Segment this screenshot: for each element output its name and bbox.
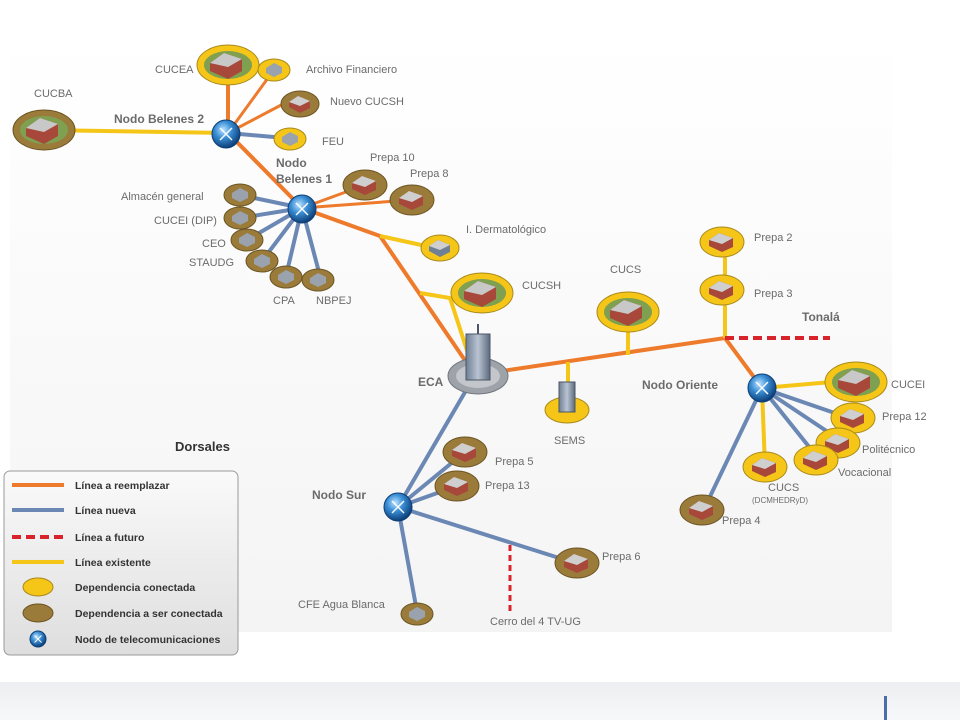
prepa4-building-icon — [679, 494, 725, 526]
label-feu: FEU — [322, 136, 344, 148]
label-ceo: CEO — [202, 238, 226, 250]
label-node-sur: Nodo Sur — [312, 488, 366, 502]
prepa6-building-icon — [554, 547, 600, 579]
label-tonala: Tonalá — [802, 310, 840, 324]
prepa8-building-icon — [389, 184, 435, 216]
label-cucsh: CUCSH — [522, 280, 561, 292]
label-cucei-dip: CUCEI (DIP) — [154, 215, 217, 227]
yellow-ellipse-icon — [22, 577, 54, 597]
staudg-building-icon — [245, 249, 279, 273]
blue-line-cfe — [396, 506, 419, 613]
footer-accent — [884, 696, 887, 720]
blue-line-eca-sur — [396, 373, 477, 509]
label-prepa10: Prepa 10 — [370, 152, 415, 164]
label-prepa2: Prepa 2 — [754, 232, 793, 244]
label-cucs: CUCS — [610, 264, 641, 276]
label-cucs-dcmhedryd-2: (DCMHEDRyD) — [752, 496, 808, 505]
label-prepa8: Prepa 8 — [410, 168, 449, 180]
prepa13-building-icon — [434, 470, 480, 502]
prepa10-building-icon — [342, 169, 388, 201]
dermatologico-building-icon — [420, 234, 460, 262]
telecom-nodes — [211, 119, 777, 522]
cucsh-campus-icon — [450, 272, 514, 314]
legend-item-3: Línea existente — [75, 557, 151, 569]
label-cucei: CUCEI — [891, 379, 925, 391]
node-belenes-1-icon — [287, 194, 317, 224]
nbpej-building-icon — [301, 268, 335, 292]
legend-box — [3, 470, 239, 656]
labels: CUCEA Archivo Financiero CUCBA Nuevo CUC… — [34, 64, 927, 628]
label-staudg: STAUDG — [189, 257, 234, 269]
ceo-building-icon — [230, 228, 264, 252]
label-node-oriente: Nodo Oriente — [642, 378, 718, 392]
prepa12-building-icon — [830, 402, 876, 434]
almacen-building-icon — [223, 183, 257, 207]
label-sems: SEMS — [554, 435, 585, 447]
label-cfe: CFE Agua Blanca — [298, 599, 386, 611]
label-node-belenes-1-line2: Belenes 1 — [276, 172, 332, 186]
cpa-building-icon — [269, 265, 303, 289]
label-cucs-dcmhedryd-1: CUCS — [768, 482, 799, 494]
legend-item-2: Línea a futuro — [75, 532, 144, 544]
brown-ellipse-icon — [22, 603, 54, 623]
cucba-campus-icon — [12, 109, 76, 151]
label-almacen: Almacén general — [121, 191, 204, 203]
feu-building-icon — [273, 127, 307, 151]
prepa3-building-icon — [699, 274, 745, 306]
cfe-building-icon — [400, 602, 434, 626]
label-prepa4: Prepa 4 — [722, 515, 761, 527]
legend-item-0: Línea a reemplazar — [75, 480, 170, 492]
eca-tower-icon — [447, 324, 509, 395]
legend-title: Dorsales — [175, 439, 230, 454]
node-oriente-icon — [747, 373, 777, 403]
footer-bar — [0, 682, 960, 720]
blue-line-prepa4 — [703, 387, 764, 508]
label-nbpej: NBPEJ — [316, 295, 351, 307]
label-prepa5: Prepa 5 — [495, 456, 534, 468]
label-prepa6: Prepa 6 — [602, 551, 641, 563]
legend: Línea a reemplazar Línea nueva Línea a f… — [3, 470, 239, 656]
cucs-campus-icon — [596, 291, 660, 333]
label-cerro: Cerro del 4 TV-UG — [490, 616, 581, 628]
node-belenes-2-icon — [211, 119, 241, 149]
label-dermatologico: I. Dermatológico — [466, 224, 546, 236]
label-node-belenes-1-line1: Nodo — [276, 156, 307, 170]
sems-tower-icon — [544, 381, 590, 424]
legend-item-1: Línea nueva — [75, 505, 136, 517]
label-nuevo-cucsh: Nuevo CUCSH — [330, 96, 404, 108]
label-politecnico: Politécnico — [862, 444, 915, 456]
cucei-dip-building-icon — [223, 206, 257, 230]
label-cucea: CUCEA — [155, 64, 194, 76]
label-prepa3: Prepa 3 — [754, 288, 793, 300]
node-sur-icon — [383, 492, 413, 522]
label-prepa12: Prepa 12 — [882, 411, 927, 423]
label-prepa13: Prepa 13 — [485, 480, 530, 492]
label-cpa: CPA — [273, 295, 295, 307]
legend-item-4: Dependencia conectada — [75, 582, 195, 594]
telecom-node-icon — [29, 630, 47, 648]
label-cucba: CUCBA — [34, 88, 73, 100]
prepa2-building-icon — [699, 226, 745, 258]
label-archivo: Archivo Financiero — [306, 64, 397, 76]
archivo-building-icon — [257, 58, 291, 82]
nuevo-cucsh-building-icon — [280, 90, 320, 118]
vocacional-building-icon — [793, 444, 839, 476]
blue-line-prepa6 — [397, 505, 576, 565]
cucs-dcmhedryd-building-icon — [742, 451, 788, 483]
sites — [12, 44, 888, 626]
prepa5-building-icon — [442, 436, 488, 468]
legend-item-5: Dependencia a ser conectada — [75, 608, 223, 620]
label-node-belenes-2: Nodo Belenes 2 — [114, 112, 204, 126]
label-vocacional: Vocacional — [838, 467, 891, 479]
cucei-campus-icon — [824, 361, 888, 403]
cucea-campus-icon — [196, 44, 260, 86]
label-eca: ECA — [418, 375, 444, 389]
legend-item-6: Nodo de telecomunicaciones — [75, 634, 220, 646]
